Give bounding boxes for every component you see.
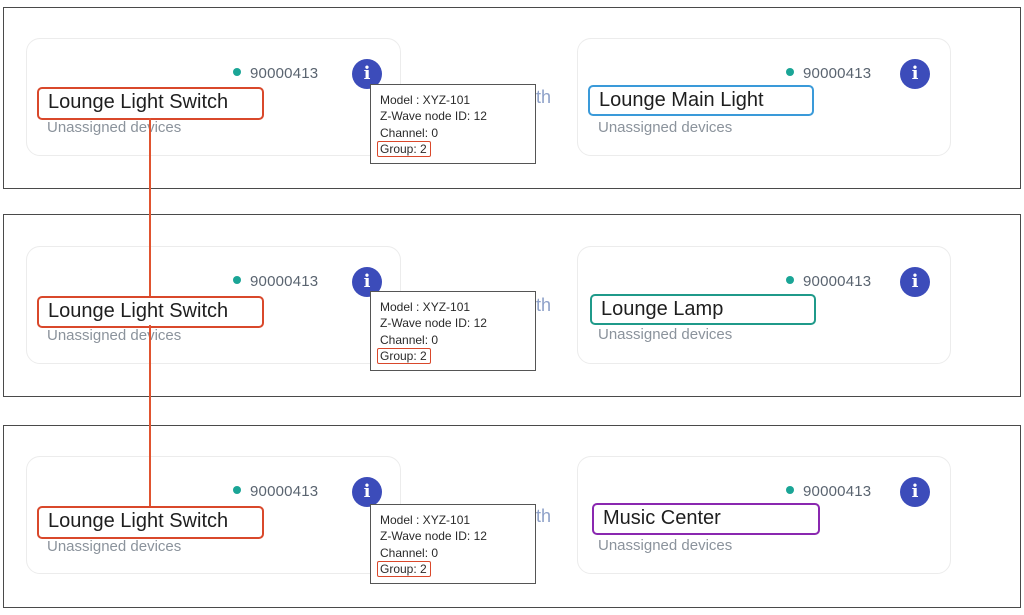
device-info-tooltip: Model : XYZ-101 Z-Wave node ID: 12 Chann… bbox=[370, 504, 536, 584]
device-subtitle: Unassigned devices bbox=[598, 119, 733, 136]
device-subtitle: Unassigned devices bbox=[47, 119, 182, 136]
device-name-highlight: Lounge Light Switch bbox=[37, 506, 264, 539]
device-subtitle: Unassigned devices bbox=[598, 537, 733, 554]
device-serial: 90000413 bbox=[786, 273, 871, 290]
status-dot-icon bbox=[786, 276, 794, 285]
with-label: ith bbox=[532, 87, 552, 107]
target-device-card[interactable]: 90000413 i Music Center Unassigned devic… bbox=[577, 456, 951, 574]
device-serial: 90000413 bbox=[233, 65, 318, 82]
device-subtitle: Unassigned devices bbox=[598, 326, 733, 343]
with-label: ith bbox=[532, 295, 552, 315]
info-icon[interactable]: i bbox=[352, 477, 382, 507]
target-device-card[interactable]: 90000413 i Lounge Lamp Unassigned device… bbox=[577, 246, 951, 364]
tooltip-group-highlight: Group: 2 bbox=[377, 347, 431, 364]
info-icon[interactable]: i bbox=[900, 477, 930, 507]
info-icon[interactable]: i bbox=[900, 267, 930, 297]
tooltip-model: Model : XYZ-101 bbox=[380, 93, 471, 107]
association-connector-line bbox=[149, 325, 151, 506]
device-info-tooltip: Model : XYZ-101 Z-Wave node ID: 12 Chann… bbox=[370, 291, 536, 371]
target-device-card[interactable]: 90000413 i Lounge Main Light Unassigned … bbox=[577, 38, 951, 156]
device-serial: 90000413 bbox=[233, 483, 318, 500]
source-device-card[interactable]: 90000413 i Lounge Light Switch Unassigne… bbox=[26, 456, 401, 574]
status-dot-icon bbox=[233, 276, 241, 285]
device-info-tooltip: Model : XYZ-101 Z-Wave node ID: 12 Chann… bbox=[370, 84, 536, 164]
tooltip-model: Model : XYZ-101 bbox=[380, 513, 471, 527]
association-panel-3: 90000413 i Lounge Light Switch Unassigne… bbox=[3, 425, 1021, 608]
tooltip-node-id: Z-Wave node ID: 12 bbox=[380, 109, 487, 124]
tooltip-channel: Channel: 0 bbox=[380, 332, 439, 347]
tooltip-group-highlight: Group: 2 bbox=[377, 560, 431, 577]
device-name-highlight: Lounge Lamp bbox=[590, 294, 816, 325]
device-name-highlight: Lounge Main Light bbox=[588, 85, 814, 116]
status-dot-icon bbox=[233, 486, 241, 495]
tooltip-channel: Channel: 0 bbox=[380, 125, 439, 140]
info-icon[interactable]: i bbox=[900, 59, 930, 89]
source-device-card[interactable]: 90000413 i Lounge Light Switch Unassigne… bbox=[26, 38, 401, 156]
status-dot-icon bbox=[786, 68, 794, 77]
device-name-highlight: Music Center bbox=[592, 503, 820, 535]
info-icon[interactable]: i bbox=[352, 59, 382, 89]
device-subtitle: Unassigned devices bbox=[47, 538, 182, 555]
tooltip-channel: Channel: 0 bbox=[380, 545, 439, 560]
device-serial: 90000413 bbox=[786, 483, 871, 500]
status-dot-icon bbox=[786, 486, 794, 495]
device-name-highlight: Lounge Light Switch bbox=[37, 87, 264, 120]
association-connector-line bbox=[149, 118, 151, 296]
tooltip-group-highlight: Group: 2 bbox=[377, 140, 431, 157]
status-dot-icon bbox=[233, 68, 241, 77]
with-label: ith bbox=[532, 506, 552, 526]
device-serial: 90000413 bbox=[233, 273, 318, 290]
device-subtitle: Unassigned devices bbox=[47, 327, 182, 344]
tooltip-model: Model : XYZ-101 bbox=[380, 300, 471, 314]
source-device-card[interactable]: 90000413 i Lounge Light Switch Unassigne… bbox=[26, 246, 401, 364]
tooltip-node-id: Z-Wave node ID: 12 bbox=[380, 529, 487, 544]
tooltip-node-id: Z-Wave node ID: 12 bbox=[380, 316, 487, 331]
association-panel-1: 90000413 i Lounge Light Switch Unassigne… bbox=[3, 7, 1021, 189]
device-serial: 90000413 bbox=[786, 65, 871, 82]
device-name-highlight: Lounge Light Switch bbox=[37, 296, 264, 328]
association-panel-2: 90000413 i Lounge Light Switch Unassigne… bbox=[3, 214, 1021, 397]
